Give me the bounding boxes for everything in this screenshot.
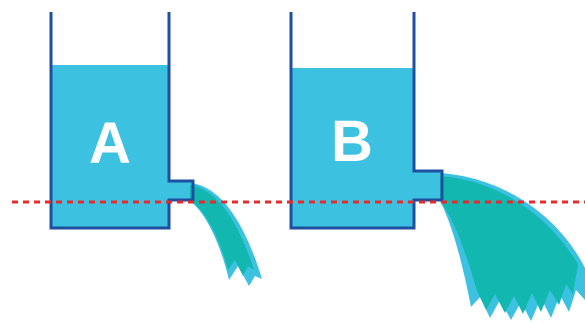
tank-b: B <box>289 12 585 321</box>
tank-b-wall <box>289 12 444 230</box>
tank-a-label: A <box>89 111 131 176</box>
tank-a-wall <box>49 12 195 230</box>
tank-b-stream <box>440 176 578 314</box>
tank-b-water <box>291 68 442 228</box>
tank-a-stream <box>190 185 254 276</box>
tank-a-water <box>51 65 193 228</box>
tank-b-label: B <box>331 109 373 174</box>
tank-a: A <box>49 12 262 286</box>
